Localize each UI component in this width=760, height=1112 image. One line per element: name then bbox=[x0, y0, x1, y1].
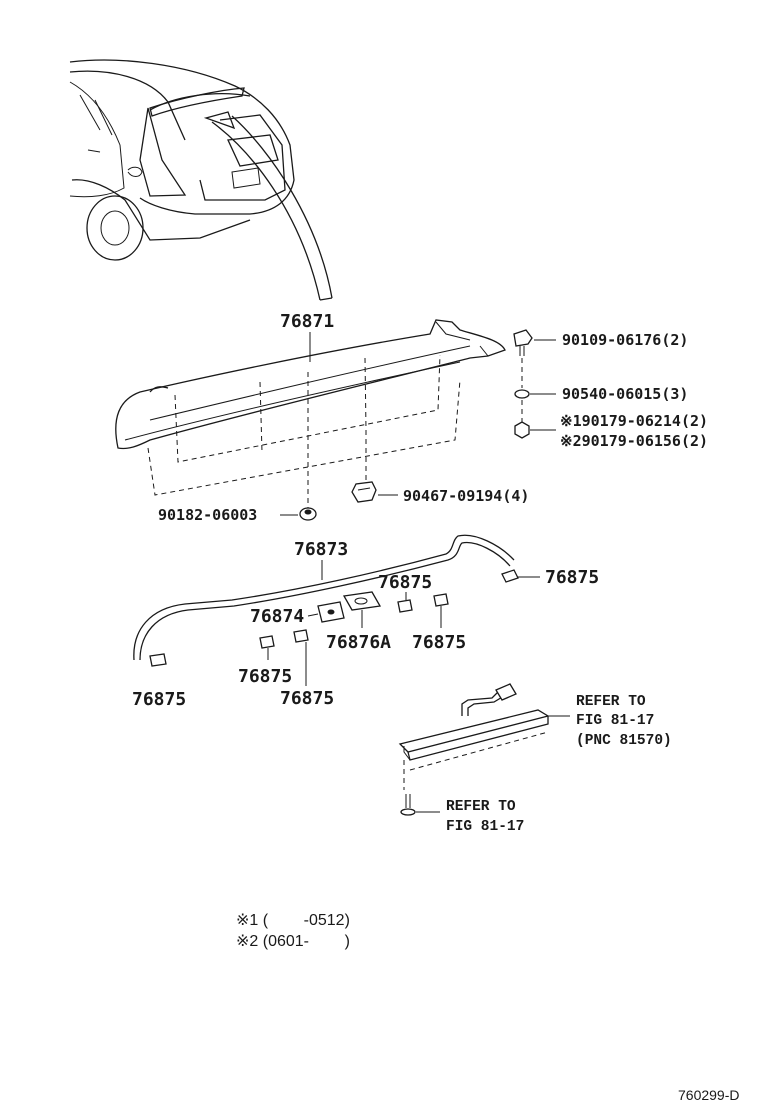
clip-icon bbox=[351, 481, 377, 503]
callout-tape-left: 76875 bbox=[132, 689, 186, 710]
stop-lamp-illustration bbox=[398, 683, 570, 790]
diagram-code: 760299-D bbox=[678, 1087, 740, 1103]
rear-spoiler bbox=[115, 319, 523, 508]
note-variant-2: ※2 (0601- ) bbox=[236, 933, 350, 950]
screw-icon bbox=[400, 794, 416, 816]
grommet-icon bbox=[299, 507, 317, 521]
callout-bolt: 90109-06176(2) bbox=[562, 331, 688, 349]
callout-tape-lower-b: 76875 bbox=[280, 688, 334, 709]
tape-icon-lower-b bbox=[293, 629, 309, 643]
callout-tape-upper: 76875 bbox=[378, 572, 432, 593]
tape-icon-right bbox=[501, 569, 519, 583]
callout-grommet: 90182-06003 bbox=[158, 506, 257, 524]
callout-tape-lower-a: 76875 bbox=[238, 666, 292, 687]
bolt-icon bbox=[513, 329, 533, 356]
callout-pad-a: 76876A bbox=[326, 632, 391, 653]
callout-spoiler: 76871 bbox=[280, 311, 334, 332]
tape-icon-mid bbox=[433, 593, 449, 607]
callout-washer: 90540-06015(3) bbox=[562, 385, 688, 403]
callout-nut-variant-1: ※190179-06214(2) bbox=[560, 412, 708, 430]
washer-icon bbox=[514, 389, 530, 399]
refer-screw-line2: FIG 81-17 bbox=[446, 819, 524, 835]
nut-icon bbox=[514, 421, 530, 439]
note-variant-1: ※1 ( -0512) bbox=[236, 912, 350, 929]
pad-icon bbox=[317, 601, 345, 623]
car-rear-illustration bbox=[69, 59, 333, 301]
callout-seal: 76873 bbox=[294, 539, 348, 560]
tape-icon-lower-a bbox=[259, 635, 275, 649]
callout-tape-right: 76875 bbox=[545, 567, 599, 588]
refer-screw-line1: REFER TO bbox=[446, 799, 516, 815]
refer-lamp-line1: REFER TO bbox=[576, 694, 646, 710]
seal-strip bbox=[133, 534, 515, 661]
pad-a-icon bbox=[342, 591, 382, 611]
callout-pad: 76874 bbox=[250, 606, 304, 627]
tape-icon-left bbox=[149, 653, 167, 667]
callout-nut-variant-2: ※290179-06156(2) bbox=[560, 432, 708, 450]
callout-clip: 90467-09194(4) bbox=[403, 487, 529, 505]
refer-lamp-line3: (PNC 81570) bbox=[576, 733, 672, 749]
tape-icon-upper bbox=[397, 599, 413, 613]
callout-tape-mid: 76875 bbox=[412, 632, 466, 653]
refer-lamp-line2: FIG 81-17 bbox=[576, 713, 654, 729]
